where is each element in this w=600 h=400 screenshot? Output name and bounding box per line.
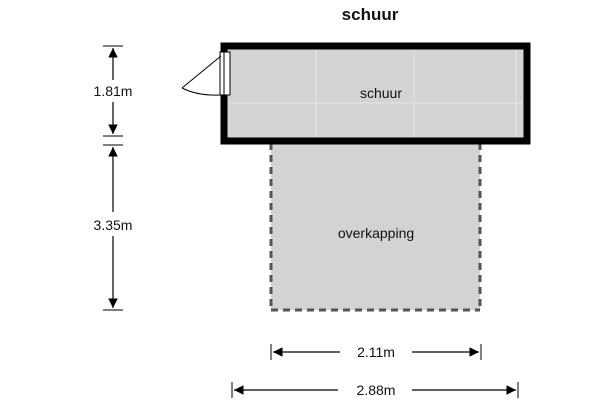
dimension-label-shed-depth: 1.81m [94,83,133,99]
dimension-label-canopy-depth: 3.35m [94,217,133,233]
dimension-total-width [231,382,519,398]
dimension-canopy-width [270,344,482,360]
plan-title: schuur [342,5,399,24]
door-symbol [181,51,231,96]
dimension-label-total-width: 2.88m [357,382,396,398]
shed-room [220,42,531,145]
canopy-area [269,143,482,312]
canopy-label: overkapping [338,225,414,241]
dimension-canopy-depth [103,144,123,311]
dimension-shed-depth [103,45,123,137]
shed-label: schuur [360,85,402,101]
dimension-label-canopy-width: 2.11m [357,344,395,360]
